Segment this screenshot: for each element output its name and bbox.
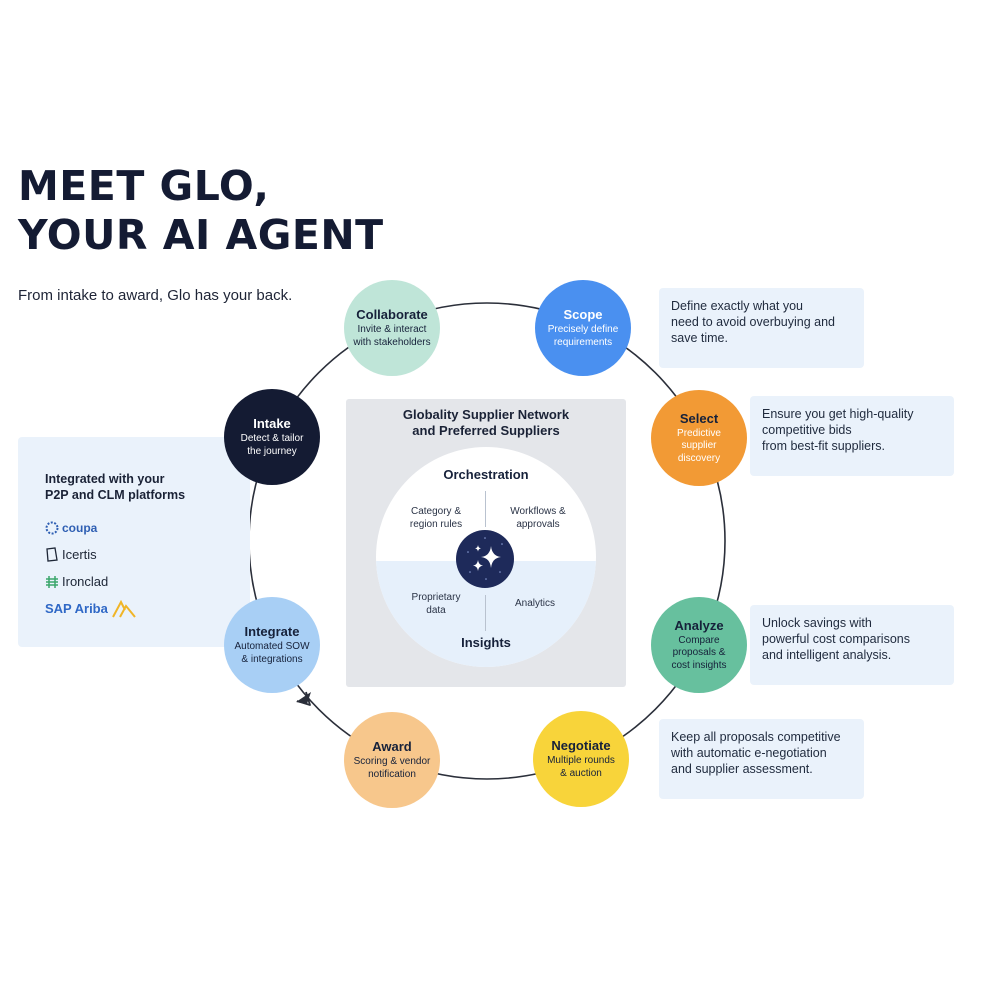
coupa-icon [45, 521, 59, 534]
glo-core-circle: Orchestration Category & region rules Wo… [376, 447, 596, 667]
integrations-panel: Integrated with your P2P and CLM platfor… [18, 437, 250, 647]
proprietary-data: Proprietary data [411, 592, 461, 616]
workflows-approvals: Workflows & approvals [510, 506, 566, 530]
divider-bottom [485, 595, 486, 631]
subtitle: From intake to award, Glo has your back. [18, 287, 293, 304]
ironclad-icon [46, 575, 58, 588]
category-region-rules: Category & region rules [409, 506, 463, 530]
icertis-logo: Icertis [45, 546, 250, 563]
page-title: MEET GLO, YOUR AI AGENT [18, 162, 384, 260]
title-line-2: YOUR AI AGENT [18, 211, 384, 259]
glo-hub [456, 530, 514, 588]
integrations-title: Integrated with your P2P and CLM platfor… [45, 472, 186, 502]
callout-scope: Define exactly what you need to avoid ov… [659, 288, 864, 368]
step-integrate: Integrate Automated SOW& integrations [224, 597, 320, 693]
supplier-network-panel: Globality Supplier Network and Preferred… [346, 399, 626, 687]
sap-ariba-logo: SAP Ariba [45, 599, 250, 618]
ariba-mark-icon [111, 599, 136, 618]
step-negotiate: Negotiate Multiple rounds& auction [533, 711, 629, 807]
ironclad-logo: Ironclad [45, 573, 250, 590]
orchestration-label: Orchestration [443, 467, 529, 482]
coupa-logo: coupa [45, 519, 250, 536]
title-line-1: MEET GLO, [18, 162, 270, 210]
sparkle-icon [467, 537, 503, 580]
icertis-icon [46, 547, 58, 562]
callout-select: Ensure you get high-quality competitive … [750, 396, 954, 476]
callout-negotiate: Keep all proposals competitive with auto… [659, 719, 864, 799]
divider-top [485, 491, 486, 527]
callout-analyze: Unlock savings with powerful cost compar… [750, 605, 954, 685]
insights-label: Insights [461, 635, 511, 650]
analytics: Analytics [514, 598, 555, 609]
network-title: Globality Supplier Network and Preferred… [402, 407, 570, 438]
